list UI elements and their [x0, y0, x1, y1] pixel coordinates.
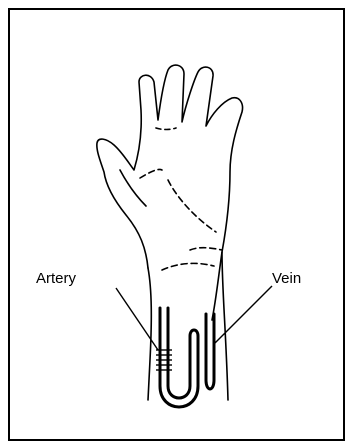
- palm-crease-2: [168, 180, 216, 232]
- fistula-loop: [160, 308, 198, 407]
- palm-crease-1: [140, 169, 162, 178]
- vein-tube: [206, 314, 214, 389]
- finger-crease: [156, 128, 176, 130]
- thumb-line: [120, 170, 146, 206]
- artery-label: Artery: [36, 270, 76, 287]
- palm-crease-3: [190, 248, 222, 250]
- vein-label: Vein: [272, 270, 301, 287]
- forearm-right-edge: [222, 252, 228, 400]
- forearm-left-edge: [148, 268, 151, 400]
- wrist-crease: [162, 263, 214, 270]
- artery-hatching: [156, 350, 172, 370]
- hand-outline: [97, 65, 243, 320]
